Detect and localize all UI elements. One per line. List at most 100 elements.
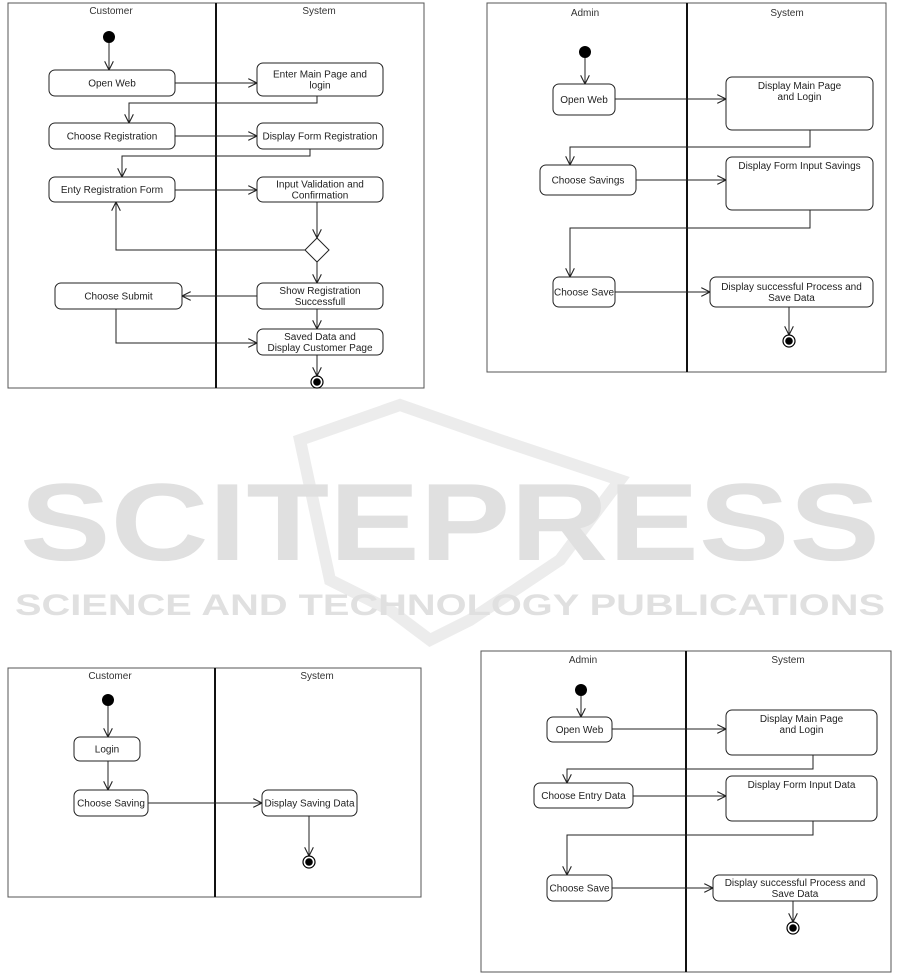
activity-label: Save Data <box>768 293 815 304</box>
activity-label: and Login <box>780 725 824 736</box>
lane-header: System <box>771 655 804 666</box>
final-node-icon <box>310 375 324 389</box>
initial-node-icon <box>579 46 591 58</box>
final-node-icon <box>302 855 316 869</box>
activity-box <box>256 122 384 150</box>
initial-node-icon <box>575 684 587 696</box>
activity-label: Enter Main Page and <box>273 70 367 81</box>
activity-node: Display Form Input Savings <box>725 156 874 211</box>
activity-node: Display Form Registration <box>256 122 384 150</box>
lane-header: System <box>302 6 335 17</box>
activity-label: Choose Submit <box>84 292 153 303</box>
activity-box <box>725 156 874 211</box>
lane-header: System <box>770 8 803 19</box>
lane-header: Customer <box>88 671 132 682</box>
control-flow-arrow <box>116 202 305 251</box>
activity-box <box>725 709 878 756</box>
activity-label: Input Validation and <box>276 180 364 191</box>
activity-label: Display Form Input Data <box>748 780 856 791</box>
activity-node: Display Form Input Data <box>725 775 878 822</box>
activity-label: Open Web <box>556 725 604 736</box>
decision-node-icon <box>304 237 330 263</box>
activity-box <box>48 176 176 203</box>
activity-label: Login <box>95 745 119 756</box>
activity-node: Enty Registration Form <box>48 176 176 203</box>
activity-box <box>261 789 358 817</box>
activity-label: Successfull <box>295 297 346 308</box>
activity-box <box>552 83 616 116</box>
activity-label: Show Registration <box>279 286 360 297</box>
activity-box <box>546 716 613 743</box>
activity-label: Choose Save <box>554 288 614 299</box>
activity-box <box>552 276 616 308</box>
activity-label: Display Main Page <box>758 81 842 92</box>
activity-label: Display Saving Data <box>264 799 354 810</box>
activity-box <box>256 328 384 356</box>
activity-label: Display successful Process and <box>725 878 866 889</box>
control-flow-arrow <box>115 309 257 343</box>
activity-box <box>539 164 637 196</box>
activity-label: Display Form Registration <box>262 132 377 143</box>
lane-header: System <box>300 671 333 682</box>
activity-node: Choose Submit <box>54 282 183 310</box>
activity-box <box>54 282 183 310</box>
control-flow-arrow <box>567 755 814 783</box>
activity-label: Display Main Page <box>760 714 844 725</box>
activity-label: Open Web <box>88 79 136 90</box>
activity-node: Login <box>73 736 141 762</box>
activity-label: Confirmation <box>292 191 349 202</box>
activity-box <box>256 282 384 310</box>
activity-box <box>73 736 141 762</box>
activity-box <box>533 782 634 809</box>
final-node-icon <box>782 334 796 348</box>
watermark-title: SCITEPRESS <box>20 461 880 584</box>
control-flow-arrow <box>570 210 811 277</box>
activity-box <box>725 76 874 131</box>
activity-node: Choose Entry Data <box>533 782 634 809</box>
watermark: SCITEPRESS SCIENCE AND TECHNOLOGY PUBLIC… <box>15 398 885 648</box>
activity-label: Saved Data and <box>284 332 356 343</box>
activity-label: Display Customer Page <box>267 343 372 354</box>
activity-box <box>709 276 874 308</box>
watermark-logo-icon <box>293 398 630 648</box>
activity-label: and Login <box>778 92 822 103</box>
initial-node-icon <box>102 694 114 706</box>
control-flow-arrow <box>129 96 318 123</box>
activity-label: Choose Entry Data <box>541 791 626 802</box>
activity-node: Display Saving Data <box>261 789 358 817</box>
lane-header: Admin <box>571 8 599 19</box>
activity-node: Choose Save <box>546 874 613 902</box>
final-node-icon <box>786 921 800 935</box>
activity-node: Open Web <box>552 83 616 116</box>
initial-node-icon <box>103 31 115 43</box>
lane-header: Customer <box>89 6 133 17</box>
activity-box <box>712 874 878 902</box>
activity-label: Choose Saving <box>77 799 145 810</box>
control-flow-arrow <box>122 149 311 177</box>
activity-box <box>48 122 176 150</box>
control-flow-arrow <box>570 130 811 165</box>
activity-node: Choose Saving <box>73 789 149 817</box>
activity-label: Open Web <box>560 95 608 106</box>
watermark-subtitle: SCIENCE AND TECHNOLOGY PUBLICATIONS <box>15 589 885 622</box>
activity-box <box>256 176 384 203</box>
activity-label: login <box>309 81 330 92</box>
activity-box <box>48 69 176 97</box>
activity-node: Choose Save <box>552 276 616 308</box>
activity-node: Choose Savings <box>539 164 637 196</box>
activity-node: Open Web <box>546 716 613 743</box>
control-flow-arrow <box>567 821 814 875</box>
activity-label: Display successful Process and <box>721 282 862 293</box>
activity-label: Choose Registration <box>67 132 158 143</box>
